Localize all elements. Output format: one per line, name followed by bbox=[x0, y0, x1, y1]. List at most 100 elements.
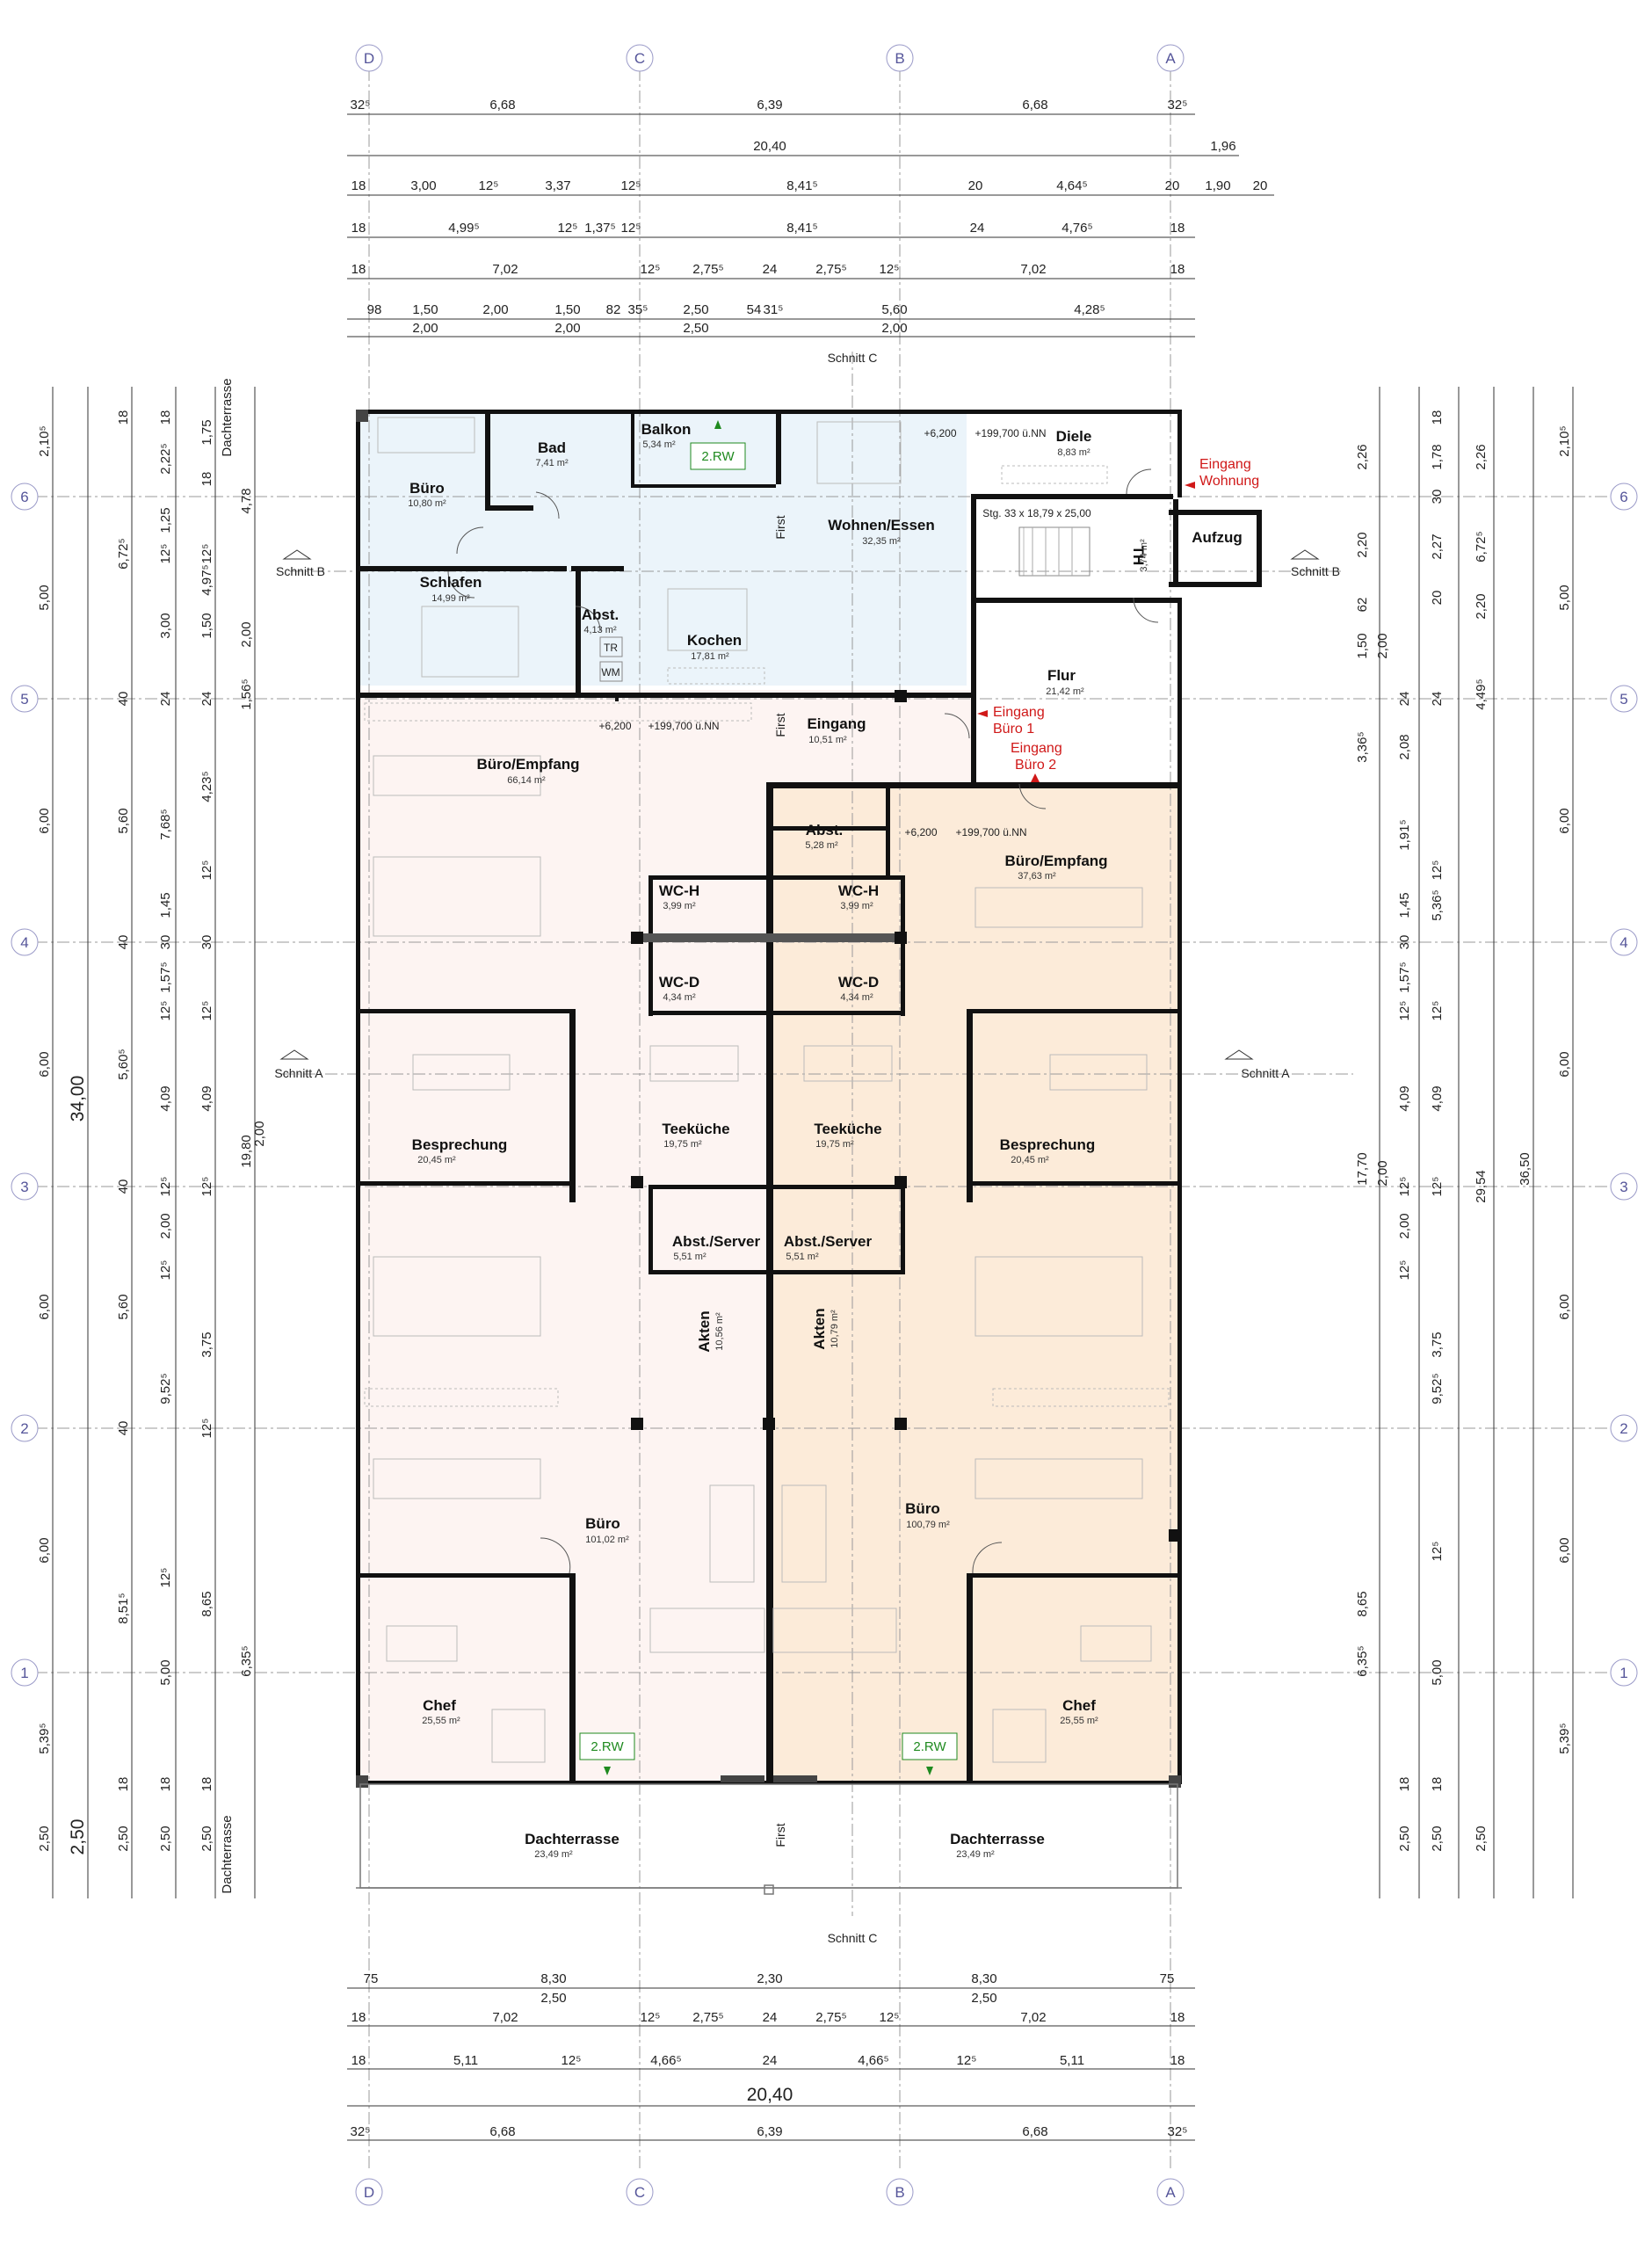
dim-text: 12⁵ bbox=[880, 262, 900, 277]
axis-label-4: 4 bbox=[20, 934, 28, 951]
dimension-lines-bottom bbox=[347, 1987, 1195, 2141]
level-height: +6,200 bbox=[904, 826, 937, 838]
dim-text: 2,00 bbox=[412, 321, 438, 336]
room-name: WC-D bbox=[659, 974, 699, 991]
dim-text: 18 bbox=[351, 262, 366, 277]
room-name: Akten bbox=[811, 1308, 828, 1349]
walls bbox=[356, 410, 1262, 1784]
room-area: 37,63 m² bbox=[1018, 871, 1056, 882]
dim-text: 1,57⁵ bbox=[1397, 962, 1412, 992]
room-area: 66,14 m² bbox=[507, 775, 546, 786]
level-height: +6,200 bbox=[924, 427, 956, 439]
dim-text: 20 bbox=[1165, 178, 1180, 193]
dim-text: 5,11 bbox=[1060, 2053, 1084, 2068]
dim-text: 20,40 bbox=[753, 139, 786, 154]
dim-text: 4,99⁵ bbox=[448, 221, 479, 236]
dim-text: 4,09 bbox=[158, 1085, 173, 1111]
room-name: Besprechung bbox=[412, 1136, 508, 1153]
room-area: 100,79 m² bbox=[906, 1520, 950, 1530]
dim-text: 2,00 bbox=[881, 321, 907, 336]
dim-text: 2,08 bbox=[1397, 734, 1412, 759]
room-name: Büro bbox=[585, 1515, 620, 1532]
room-name: Büro/Empfang bbox=[1004, 853, 1107, 869]
dim-text: 1,37⁵ bbox=[584, 221, 615, 236]
dim-text: 2,50 bbox=[37, 1825, 52, 1851]
room-name: Chef bbox=[1062, 1697, 1096, 1714]
axis-label-6: 6 bbox=[1619, 489, 1627, 505]
dim-text: 1,50 bbox=[554, 302, 580, 317]
dim-text: 54 bbox=[747, 302, 762, 317]
dim-text: 12⁵ bbox=[621, 221, 641, 236]
dim-text: 5,60 bbox=[116, 808, 131, 833]
room-fills bbox=[358, 413, 1182, 1784]
axis-label-4: 4 bbox=[1619, 934, 1627, 951]
dim-text: 6,35⁵ bbox=[239, 1645, 254, 1676]
dim-text: 6,00 bbox=[1557, 1051, 1572, 1077]
rw-label: 2.RW bbox=[701, 449, 735, 464]
dim-text: 2,75⁵ bbox=[815, 2010, 846, 2025]
dim-text: 1,45 bbox=[1397, 892, 1412, 918]
dim-text: 2,50 bbox=[683, 321, 708, 336]
dim-text: 3,00 bbox=[158, 613, 173, 638]
dim-text: 9,52⁵ bbox=[158, 1373, 173, 1404]
dimension-lines-left bbox=[52, 387, 256, 1898]
axis-label-D: D bbox=[364, 2184, 374, 2201]
dim-text: 8,65 bbox=[199, 1591, 214, 1616]
room-name: Flur bbox=[1047, 667, 1076, 684]
dim-text: 2,00 bbox=[1375, 1160, 1390, 1186]
room-area: 8,83 m² bbox=[1057, 447, 1090, 458]
room-area: 4,34 m² bbox=[663, 992, 696, 1003]
dim-text: 6,72⁵ bbox=[1474, 531, 1489, 562]
dim-text: 4,66⁵ bbox=[650, 2053, 681, 2068]
dim-text: 18 bbox=[1170, 2010, 1185, 2025]
dimension-lines-right bbox=[1379, 387, 1574, 1898]
dim-text: 5,11 bbox=[453, 2053, 478, 2068]
dim-text: 12⁵ bbox=[1397, 1177, 1412, 1197]
room-area: 101,02 m² bbox=[585, 1535, 629, 1545]
entrance-wohnung-label: Eingang bbox=[1199, 457, 1251, 472]
room-area: 25,55 m² bbox=[422, 1716, 460, 1726]
axis-label-A: A bbox=[1165, 2184, 1176, 2201]
dim-text: 35⁵ bbox=[628, 302, 648, 317]
dim-text: 18 bbox=[351, 2053, 366, 2068]
room-name: Wohnen/Essen bbox=[828, 517, 935, 533]
room-area: 19,75 m² bbox=[663, 1139, 702, 1150]
dim-text: 20 bbox=[968, 178, 983, 193]
room-name: Dachterrasse bbox=[525, 1831, 620, 1847]
dim-text: 2,10⁵ bbox=[1557, 425, 1572, 456]
dim-text: 12⁵ bbox=[158, 1177, 173, 1197]
room-name: Aufzug bbox=[1192, 529, 1243, 546]
dim-text: 5,36⁵ bbox=[1430, 889, 1445, 920]
dim-text: 8,41⁵ bbox=[786, 178, 817, 193]
dimension-text-right: 2,26 2,20 62 1,50 3,36⁵ 24 1,91⁵ 1,45 30… bbox=[1355, 410, 1572, 1852]
dim-text: 36,50 bbox=[1518, 1152, 1532, 1186]
dim-text: 6,00 bbox=[37, 808, 52, 833]
section-label-b: Schnitt B bbox=[1291, 564, 1340, 578]
stair: Stg. 33 x 18,79 x 25,00 bbox=[982, 507, 1091, 577]
dim-text: 20 bbox=[1253, 178, 1268, 193]
dim-text: 6,39 bbox=[757, 98, 782, 112]
dim-text: 24 bbox=[199, 692, 214, 707]
dim-text: 6,00 bbox=[1557, 1537, 1572, 1563]
axis-label-C: C bbox=[634, 50, 645, 67]
dim-text: 6,00 bbox=[37, 1294, 52, 1319]
room-name: WC-D bbox=[838, 974, 879, 991]
room-area: 32,35 m² bbox=[862, 536, 901, 547]
room-area: 20,45 m² bbox=[1011, 1155, 1049, 1165]
room-area: 3,99 m² bbox=[840, 901, 873, 911]
room-area: 23,49 m² bbox=[534, 1849, 573, 1860]
dim-text: 5,00 bbox=[1430, 1659, 1445, 1685]
dim-text: 2,75⁵ bbox=[692, 2010, 723, 2025]
dim-text: 2,27 bbox=[1430, 533, 1445, 559]
axis-label-5: 5 bbox=[1619, 691, 1627, 708]
axis-label-B: B bbox=[895, 50, 904, 67]
stair-spec: Stg. 33 x 18,79 x 25,00 bbox=[982, 507, 1091, 519]
axis-label-2: 2 bbox=[1619, 1420, 1627, 1437]
dim-text: 40 bbox=[116, 1421, 131, 1436]
room-name: Büro bbox=[409, 480, 445, 497]
dim-text: 62 bbox=[1355, 598, 1370, 613]
dim-text: 2,26 bbox=[1474, 444, 1489, 469]
dim-text: 8,51⁵ bbox=[116, 1593, 131, 1623]
dim-text: 6,00 bbox=[1557, 808, 1572, 833]
axis-label-5: 5 bbox=[20, 691, 28, 708]
